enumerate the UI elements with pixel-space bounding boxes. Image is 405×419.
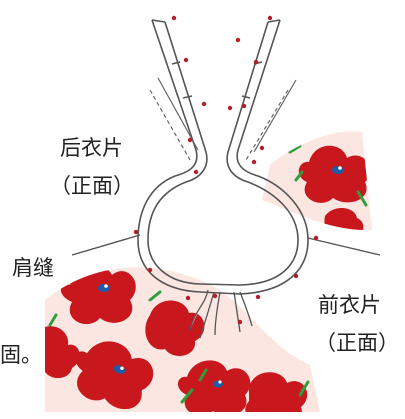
leaf-stroke	[294, 170, 304, 182]
back-piece-side-label: （正面）	[50, 174, 134, 198]
pin-dot	[293, 273, 299, 279]
pin-dot	[185, 295, 191, 301]
flower-motif	[178, 360, 251, 412]
front-piece-label: 前衣片	[318, 293, 381, 317]
leaf-stroke	[48, 313, 58, 327]
back-piece-label: 后衣片	[60, 136, 123, 160]
leaf-stroke	[356, 190, 368, 207]
flower-motif	[324, 208, 364, 231]
pin-dot	[251, 159, 257, 165]
pin-dot	[187, 137, 193, 143]
flower-motif	[45, 326, 80, 378]
pin-dot	[267, 15, 273, 21]
flower-motif	[145, 300, 205, 356]
leaf-stroke	[288, 144, 302, 154]
pin-dot	[313, 235, 319, 241]
guide-lines	[149, 77, 297, 161]
pin-dot	[253, 59, 259, 65]
pin-dot	[183, 57, 189, 63]
flower-motif	[75, 341, 154, 410]
gathers	[189, 289, 253, 339]
back-fabric-panel	[262, 131, 372, 231]
front-fabric-panel	[45, 267, 346, 412]
pin-dot	[193, 169, 199, 175]
shoulder-seam-lines	[71, 234, 381, 256]
shoulder-seam-label: 肩缝	[12, 256, 54, 280]
pin-dot	[241, 103, 247, 109]
pin-dot	[147, 267, 153, 273]
pin-dot	[212, 293, 218, 299]
edge-text-fragment: 固。	[0, 343, 42, 367]
armhole-outline	[137, 19, 309, 295]
pin-dot	[171, 15, 177, 21]
flower-motif	[298, 145, 371, 203]
pin-marks	[133, 15, 319, 325]
pin-dot	[255, 294, 261, 300]
pin-dot	[237, 319, 243, 325]
pin-dot	[259, 145, 265, 151]
front-piece-side-label: （正面）	[315, 331, 399, 355]
leaf-stroke	[148, 290, 162, 302]
flower-motif	[245, 372, 307, 412]
leaf-stroke	[180, 388, 194, 404]
leaf-stroke	[340, 388, 346, 400]
leaf-stroke	[198, 368, 208, 382]
pin-dot	[201, 101, 207, 107]
flower-motif	[60, 267, 136, 325]
pin-dot	[235, 37, 241, 43]
leaf-stroke	[298, 380, 310, 397]
pin-dot	[227, 105, 233, 111]
pin-dot	[133, 229, 139, 235]
